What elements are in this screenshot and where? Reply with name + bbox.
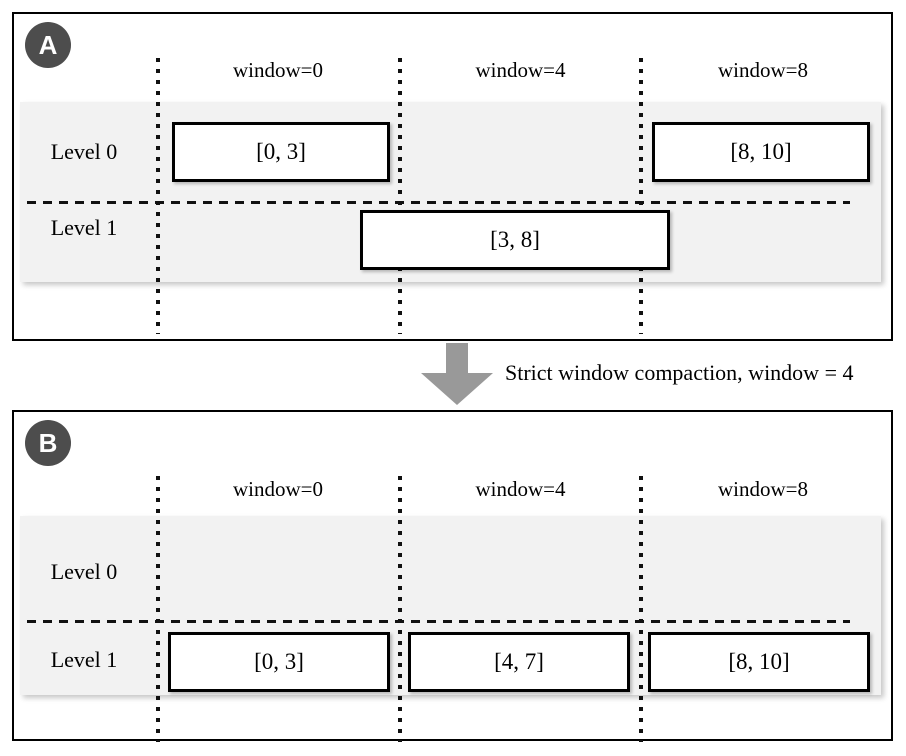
down-arrow-shaft: [446, 343, 468, 373]
window-divider-dotted-line: [398, 476, 402, 742]
panel-a-badge: A: [25, 22, 71, 68]
panel-b-badge: B: [25, 420, 71, 466]
sstable-box: [0, 3]: [168, 632, 390, 692]
level-1-label: Level 1: [50, 215, 118, 240]
window-divider-dotted-line: [639, 476, 643, 742]
level-0-label: Level 0: [50, 139, 118, 164]
down-arrow-head: [421, 373, 493, 405]
panel-a-before: A window=0 window=4 window=8 Level 0 Lev…: [12, 12, 893, 341]
sstable-box: [3, 8]: [360, 210, 670, 270]
transition-caption: Strict window compaction, window = 4: [505, 360, 854, 385]
window-0-header: window=0: [232, 477, 323, 501]
window-divider-dotted-line: [156, 476, 160, 742]
window-4-header: window=4: [475, 58, 566, 82]
level-divider-dashed-line: [27, 620, 850, 623]
window-divider-dotted-line: [156, 58, 160, 334]
window-divider-dotted-line: [639, 58, 643, 334]
panel-b-after: B window=0 window=4 window=8 Level 0 Lev…: [12, 410, 893, 742]
level-0-label: Level 0: [50, 559, 118, 584]
transition-row: Strict window compaction, window = 4: [0, 341, 906, 407]
window-4-header: window=4: [475, 477, 566, 501]
window-0-header: window=0: [232, 58, 323, 82]
sstable-box: [8, 10]: [652, 122, 870, 182]
sstable-box: [4, 7]: [408, 632, 630, 692]
window-divider-dotted-line: [398, 58, 402, 334]
sstable-box: [0, 3]: [172, 122, 390, 182]
window-8-header: window=8: [717, 477, 808, 501]
down-arrow-icon: [421, 343, 493, 405]
level-1-label: Level 1: [50, 647, 118, 672]
window-8-header: window=8: [717, 58, 808, 82]
sstable-box: [8, 10]: [648, 632, 870, 692]
level-divider-dashed-line: [27, 201, 850, 204]
